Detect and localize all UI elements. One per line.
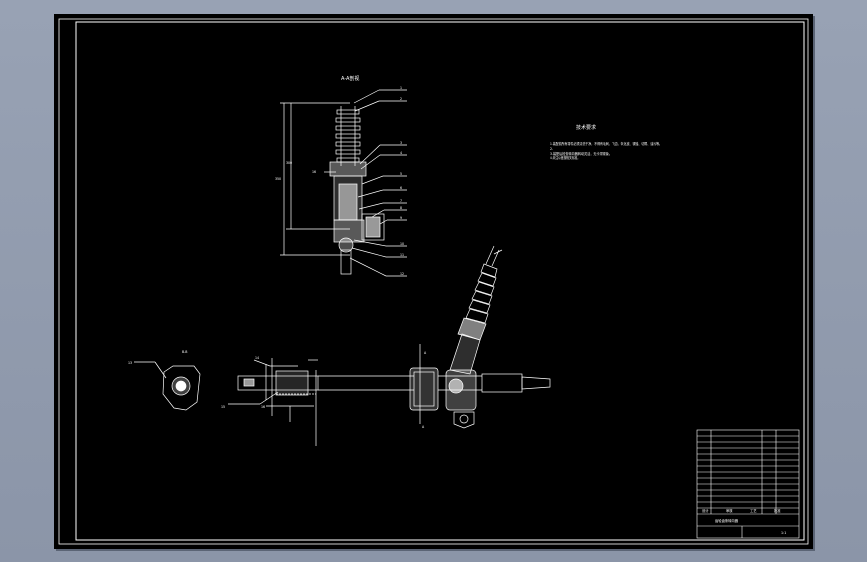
detail-bracket <box>134 361 201 411</box>
section-callout-leaders <box>324 89 407 277</box>
section-callout-4: 4 <box>400 151 402 155</box>
rack-shaft <box>318 367 551 411</box>
section-marks: A A <box>422 351 427 429</box>
section-callout-8: 8 <box>400 206 402 210</box>
tech-req-line-1: 1.装配前所有零件必须清洗干净，不得有毛刺、飞边、氧化皮、锈蚀、切屑、油污等。 <box>550 141 662 146</box>
tech-req-line-3: 3.装配后检查转向器转动灵活，无卡滞现象。 <box>550 151 612 156</box>
section-callout-7: 7 <box>400 199 402 203</box>
left-callout: 16 <box>312 170 316 174</box>
section-callout-5: 5 <box>400 172 402 176</box>
drawing-sheet: A-A剖视 350 300 <box>54 14 813 549</box>
section-view-title: A-A剖视 <box>341 75 359 82</box>
scale-label: 1:1 <box>781 531 786 535</box>
section-callout-9: 9 <box>400 216 402 220</box>
view-label: B-B <box>182 350 187 354</box>
sign-field-1: 审核 <box>726 508 733 513</box>
svg-text:A: A <box>424 351 427 355</box>
callout-13: 13 <box>128 361 132 365</box>
section-callout-6: 6 <box>400 186 402 190</box>
cad-drawing: A-A剖视 350 300 <box>58 18 809 545</box>
tech-req-line-2: 2. <box>550 147 553 151</box>
section-callout-2: 2 <box>400 97 402 101</box>
tech-requirements-title: 技术要求 <box>576 124 596 131</box>
callout-16: 16 <box>261 405 265 409</box>
callout-15: 15 <box>221 405 225 409</box>
section-callout-3: 3 <box>400 141 402 145</box>
section-callout-1: 1 <box>400 86 402 90</box>
drawing-name: 齿轮齿条转向器 <box>715 518 739 523</box>
sign-field-0: 设计 <box>702 508 709 513</box>
tech-requirements: 技术要求 1.装配前所有零件必须清洗干净，不得有毛刺、飞边、氧化皮、锈蚀、切屑、… <box>550 124 662 160</box>
inner-frame <box>75 21 805 541</box>
pinion-tower <box>449 245 503 375</box>
title-block: 齿轮齿条转向器 设计 审核 工艺 批准 1:1 <box>696 429 800 539</box>
section-callout-10: 10 <box>400 242 404 246</box>
assembly-view: B-B 13 14 15 16 <box>128 245 551 446</box>
callout-14: 14 <box>255 356 259 360</box>
boot-bellows <box>335 106 361 166</box>
dimension-label: 350 <box>275 177 281 181</box>
section-view: A-A剖视 350 300 <box>275 75 407 277</box>
tech-req-line-4: 4.未注公差按相关标准。 <box>550 155 580 160</box>
sign-field-3: 批准 <box>774 508 781 513</box>
rack-left-section <box>228 358 319 446</box>
tower-bellows <box>465 263 498 324</box>
svg-text:A: A <box>422 425 425 429</box>
section-callout-12: 12 <box>400 272 404 276</box>
outer-frame <box>58 18 809 545</box>
sign-field-2: 工艺 <box>750 508 757 513</box>
dimension-label-2: 300 <box>286 161 292 165</box>
gear-housing <box>419 344 477 429</box>
pinion-housing <box>329 161 385 275</box>
section-callout-11: 11 <box>400 253 404 257</box>
